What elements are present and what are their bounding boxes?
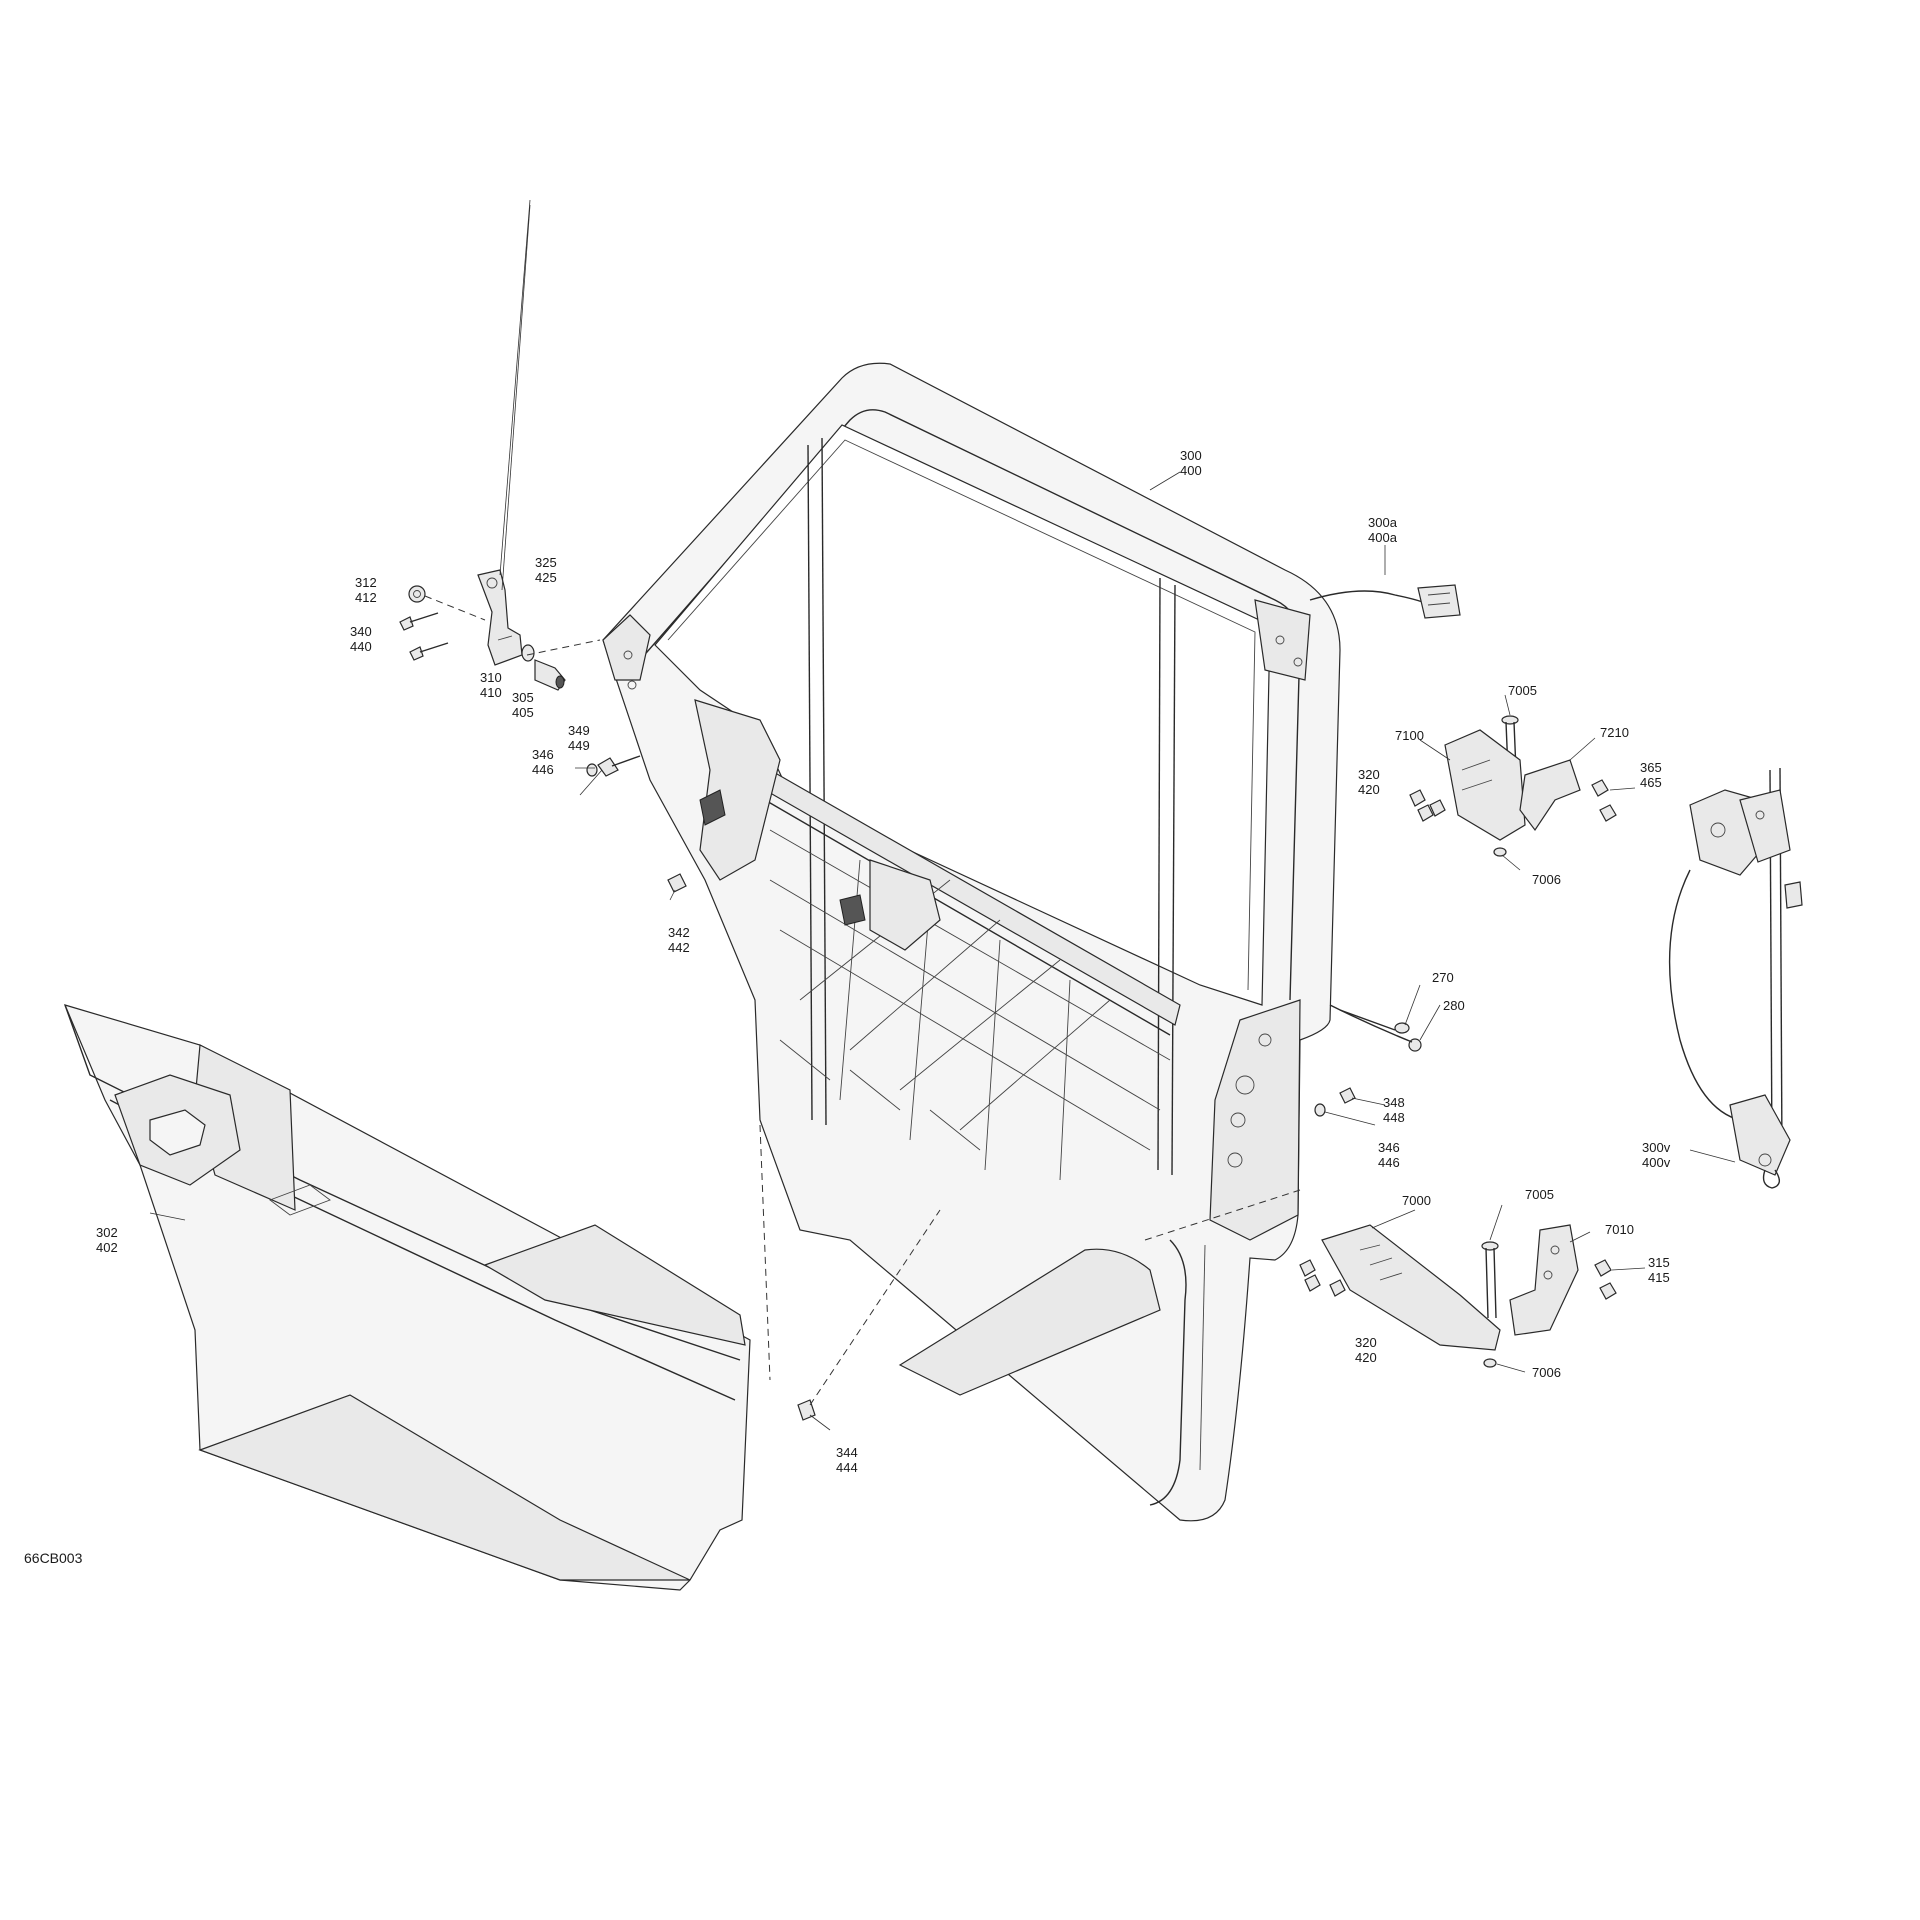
upper-right-hinge <box>1409 715 1617 857</box>
lower-right-hinge <box>1299 1224 1617 1368</box>
small-hardware-right <box>1144 1087 1356 1241</box>
callout-washer-270: 270 <box>1432 970 1454 985</box>
callout-plate-7210: 7210 <box>1600 725 1629 740</box>
callout-pin-7005-upper: 7005 <box>1508 683 1537 698</box>
callout-bracket-7100: 7100 <box>1395 728 1424 743</box>
figure-code: 66CB003 <box>24 1550 83 1566</box>
wire-harness-drawing <box>1309 584 1461 619</box>
leader-lines <box>149 199 1736 1431</box>
callout-plate-7010: 7010 <box>1605 1222 1634 1237</box>
window-regulator <box>1668 767 1803 1189</box>
callout-clip-7006-lower: 7006 <box>1532 1365 1561 1380</box>
small-hardware-left <box>586 755 941 1421</box>
check-cable <box>1329 1004 1422 1052</box>
callout-clip-7006-upper: 7006 <box>1532 872 1561 887</box>
callout-pin-7005-lower: 7005 <box>1525 1187 1554 1202</box>
callout-bracket-7000: 7000 <box>1402 1193 1431 1208</box>
door-frame-drawing <box>602 362 1341 1522</box>
door-panel-drawing <box>63 1004 751 1591</box>
callout-cable-280: 280 <box>1443 998 1465 1013</box>
